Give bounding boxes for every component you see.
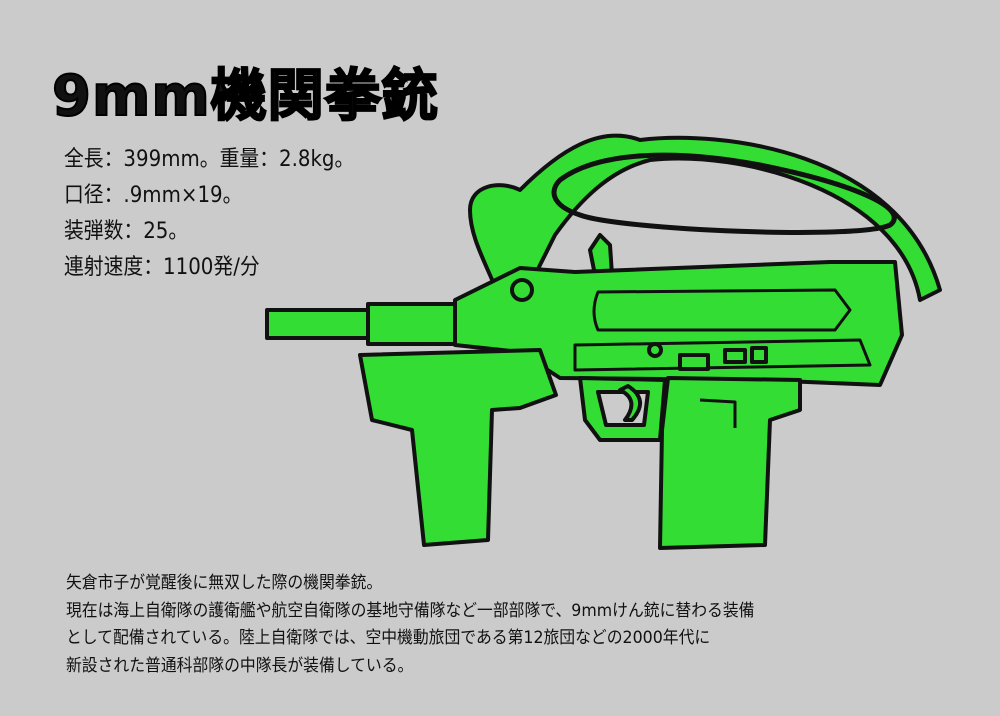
description-line: 矢倉市子が覚醒後に無双した際の機関拳銃。 [66,573,383,593]
barrel [265,308,374,340]
sling-loop [551,152,897,235]
description-line: として配備されている。陸上自衛隊では、空中機動旅団である第12旅団などの2000… [66,628,711,648]
spec-length-weight: 全長：399mm。重量：2.8kg。 [64,147,355,172]
description-line: 新設された普通科部隊の中隊長が装備している。 [66,655,414,676]
page-title: 9mm機関拳銃 [51,63,439,130]
description: 矢倉市子が覚醒後に無双した際の機関拳銃。 現在は海上自衛隊の護衛艦や航空自衛隊の… [66,570,754,680]
spec-caliber: 口径：.9mm×19。 [64,183,243,208]
spec-rate-of-fire: 連射速度：1100発/分 [64,255,260,280]
spec-list: 全長：399mm。重量：2.8kg。 口径：.9mm×19。 装弾数：25。 連… [64,142,354,286]
sling [468,133,942,302]
description-line: 現在は海上自衛隊の護衛艦や航空自衛隊の基地守備隊など一部部隊で、9mmけん銃に替… [66,600,755,621]
stock-grip [358,348,558,547]
pistol-grip [658,376,802,550]
spec-capacity: 装弾数：25。 [64,219,189,244]
